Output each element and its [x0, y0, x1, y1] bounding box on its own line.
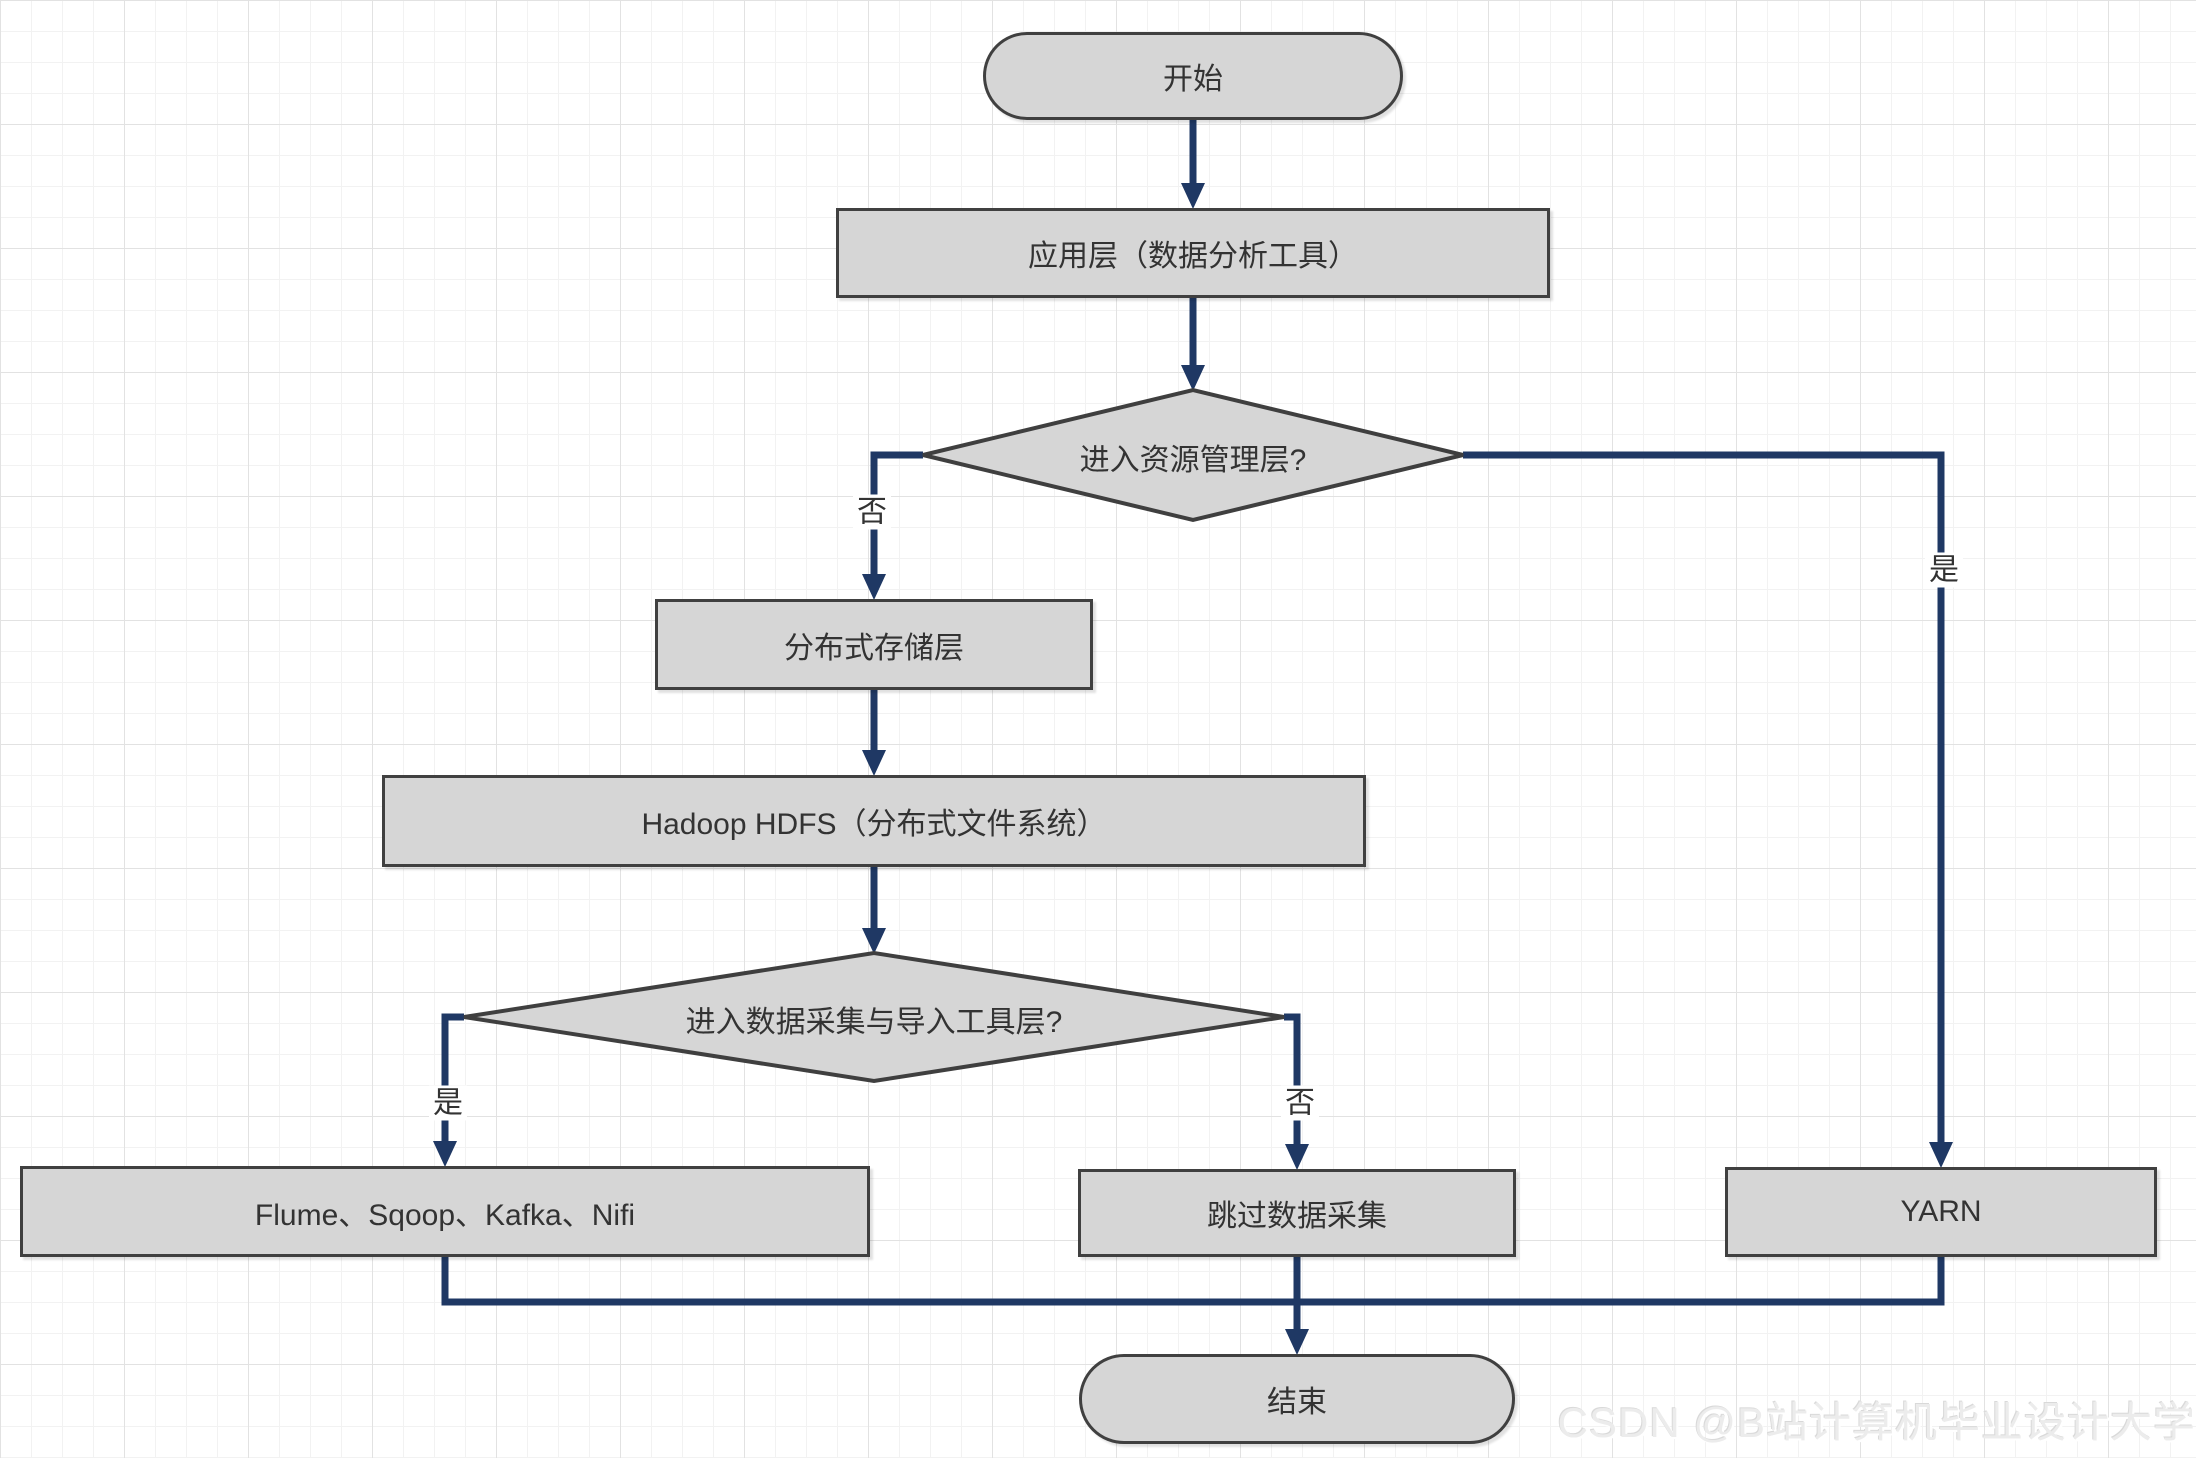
node-yarn: YARN [1725, 1167, 2157, 1257]
edge-label-ingest-yes: 是 [429, 1085, 467, 1121]
node-ingest-tools: Flume、Sqoop、Kafka、Nifi [20, 1166, 870, 1257]
edge-merge-horizontal [441, 1257, 1945, 1306]
arrowhead-into-end [1285, 1329, 1309, 1355]
arrowhead-into-hdfs [862, 750, 886, 776]
decision-resource-diamond [922, 387, 1464, 523]
arrowhead-into-tools [433, 1141, 457, 1167]
edge-ingest-no-to-skip [1284, 1013, 1301, 1147]
edge-label-ingest-no: 否 [1281, 1085, 1319, 1121]
decision-ingest-label: 进入数据采集与导入工具层? [685, 1006, 1063, 1039]
node-distributed-storage-layer: 分布式存储层 [655, 599, 1093, 690]
edge-label-resource-no: 否 [853, 494, 891, 530]
node-end: 结束 [1079, 1354, 1515, 1444]
node-start: 开始 [983, 32, 1403, 120]
decision-ingest-diamond [463, 950, 1285, 1084]
arrowhead-into-skip [1285, 1144, 1309, 1170]
arrowhead-into-yarn [1929, 1142, 1953, 1168]
node-skip-ingest: 跳过数据采集 [1078, 1169, 1516, 1257]
node-end-label: 结束 [1267, 1386, 1327, 1419]
arrowhead-into-decision-resource [1181, 365, 1205, 391]
arrowhead-into-decision-ingest [862, 928, 886, 954]
node-ingest-tools-label: Flume、Sqoop、Kafka、Nifi [254, 1198, 636, 1232]
node-yarn-label: YARN [1900, 1195, 1982, 1228]
edge-resource-yes-to-yarn [1463, 451, 1945, 1145]
node-start-label: 开始 [1163, 63, 1223, 96]
decision-resource-label: 进入资源管理层? [1079, 444, 1307, 477]
node-application-layer: 应用层（数据分析工具） [836, 208, 1550, 298]
node-hadoop-hdfs: Hadoop HDFS（分布式文件系统） [382, 775, 1366, 867]
node-distributed-storage-layer-label: 分布式存储层 [784, 631, 964, 665]
csdn-watermark: CSDN @B站计算机毕业设计大学 [1557, 1399, 2196, 1446]
edge-resource-no-to-storage [870, 451, 923, 577]
node-skip-ingest-label: 跳过数据采集 [1207, 1200, 1387, 1233]
arrowhead-into-storage [862, 574, 886, 600]
node-hadoop-hdfs-label: Hadoop HDFS（分布式文件系统） [641, 808, 1107, 841]
edge-label-resource-yes: 是 [1925, 552, 1963, 588]
node-application-layer-label: 应用层（数据分析工具） [1028, 240, 1358, 273]
edge-ingest-yes-to-tools [441, 1013, 464, 1144]
arrowhead-into-app [1181, 183, 1205, 209]
